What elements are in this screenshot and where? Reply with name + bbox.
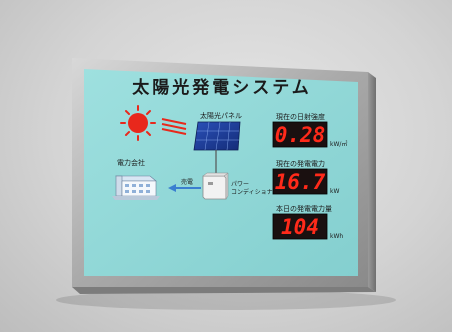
reading-irradiance-label: 現在の日射強度: [276, 112, 325, 121]
inverter-label-line1: パワー: [231, 181, 249, 188]
reading-power-display: [272, 168, 328, 195]
reading-irradiance-unit: kW/㎡: [330, 140, 347, 148]
board-title: 太陽光発電システム: [132, 77, 312, 98]
inverter-label-line2: コンディショナー: [231, 188, 279, 196]
reading-power-unit: kW: [330, 188, 339, 195]
board-side: [368, 72, 376, 292]
reading-energy-display: [272, 213, 328, 240]
sun-icon: [120, 105, 156, 141]
reading-irradiance: 現在の日射強度 0.28 kW/㎡: [272, 112, 347, 148]
sell-power-label: 売電: [181, 178, 193, 186]
sunlight-rays: [161, 118, 187, 135]
reading-power-value: 16.7: [275, 170, 326, 194]
reading-energy-value: 104: [281, 215, 319, 239]
power-company-label: 電力会社: [117, 158, 145, 167]
reading-power-label: 現在の発電電力: [276, 159, 325, 168]
reading-energy-label: 本日の発電電力量: [276, 204, 332, 213]
power-plant-icon: [112, 175, 160, 200]
solar-panel-label: 太陽光パネル: [200, 111, 242, 120]
reading-power: 現在の発電電力 16.7 kW: [272, 159, 339, 195]
board-shadow: [56, 290, 396, 310]
reading-irradiance-value: 0.28: [275, 123, 326, 147]
board-bottom-edge: [72, 287, 376, 294]
solar-panel-icon: [193, 121, 241, 175]
inverter-icon: [202, 172, 229, 200]
reading-energy-unit: kWh: [330, 233, 343, 240]
reading-irradiance-display: [272, 121, 328, 148]
reading-energy: 本日の発電電力量 104 kWh: [272, 204, 343, 240]
arrow-left-icon: [168, 184, 201, 192]
